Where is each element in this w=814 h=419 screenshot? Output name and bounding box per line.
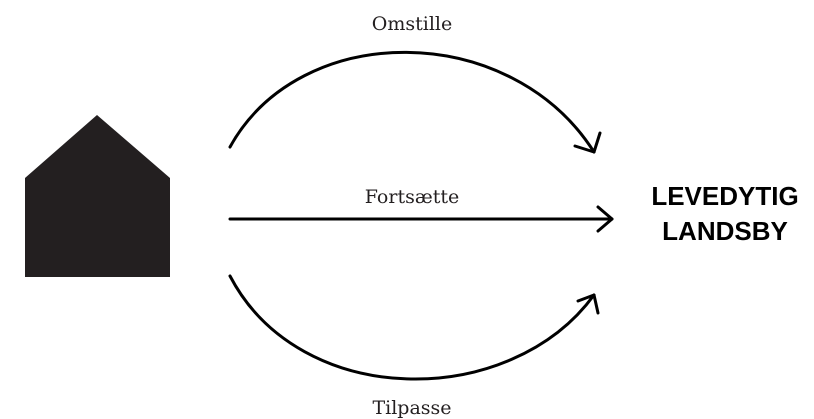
top-arrow xyxy=(228,50,602,154)
middle-path-label: Fortsætte xyxy=(365,186,459,208)
bottom-path-label: Tilpasse xyxy=(372,397,451,419)
bottom-arrow xyxy=(228,274,600,381)
middle-arrow xyxy=(228,205,614,233)
top-path-label: Omstille xyxy=(372,13,452,35)
target-label-line2: LANDSBY xyxy=(662,216,788,246)
house-icon xyxy=(25,115,170,277)
target-label-line1: LEVEDYTIG xyxy=(651,181,798,211)
